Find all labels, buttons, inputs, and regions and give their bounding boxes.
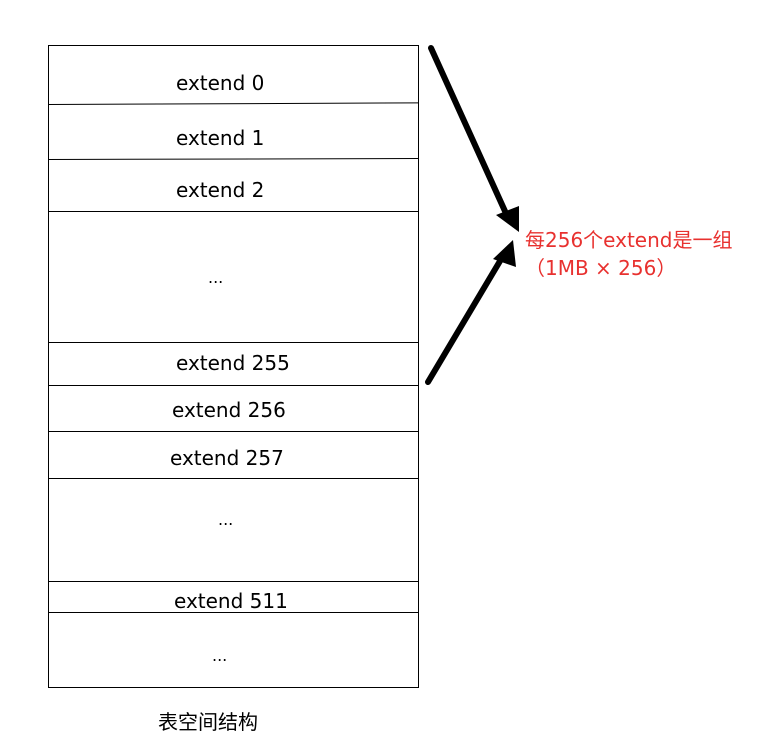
ellipsis-label: ...	[208, 268, 224, 287]
arrow-from-extend-255	[425, 253, 506, 385]
arrow-from-extend-0	[428, 45, 512, 223]
diagram-caption: 表空间结构	[158, 710, 258, 734]
arrowhead-bottom-icon	[493, 240, 516, 267]
divider-6	[48, 431, 419, 432]
group-annotation-line1: 每256个extend是一组	[525, 228, 733, 252]
extent-label: extend 2	[176, 178, 265, 202]
divider-3	[48, 211, 419, 212]
extent-label: extend 255	[176, 351, 290, 375]
extent-label: extend 257	[170, 446, 284, 470]
extent-label: extend 1	[176, 126, 265, 150]
arrowhead-top-icon	[496, 206, 519, 232]
ellipsis-label: ...	[218, 510, 234, 529]
extent-label: extend 511	[174, 589, 288, 613]
tablespace-box	[48, 45, 419, 688]
divider-4	[48, 342, 419, 343]
divider-8	[48, 581, 419, 582]
group-annotation-line2: （1MB × 256）	[525, 256, 677, 280]
extent-label: extend 0	[176, 71, 265, 95]
divider-9	[48, 612, 419, 613]
divider-5	[48, 385, 419, 386]
ellipsis-label: ...	[212, 646, 228, 665]
divider-7	[48, 478, 419, 479]
extent-label: extend 256	[172, 398, 286, 422]
